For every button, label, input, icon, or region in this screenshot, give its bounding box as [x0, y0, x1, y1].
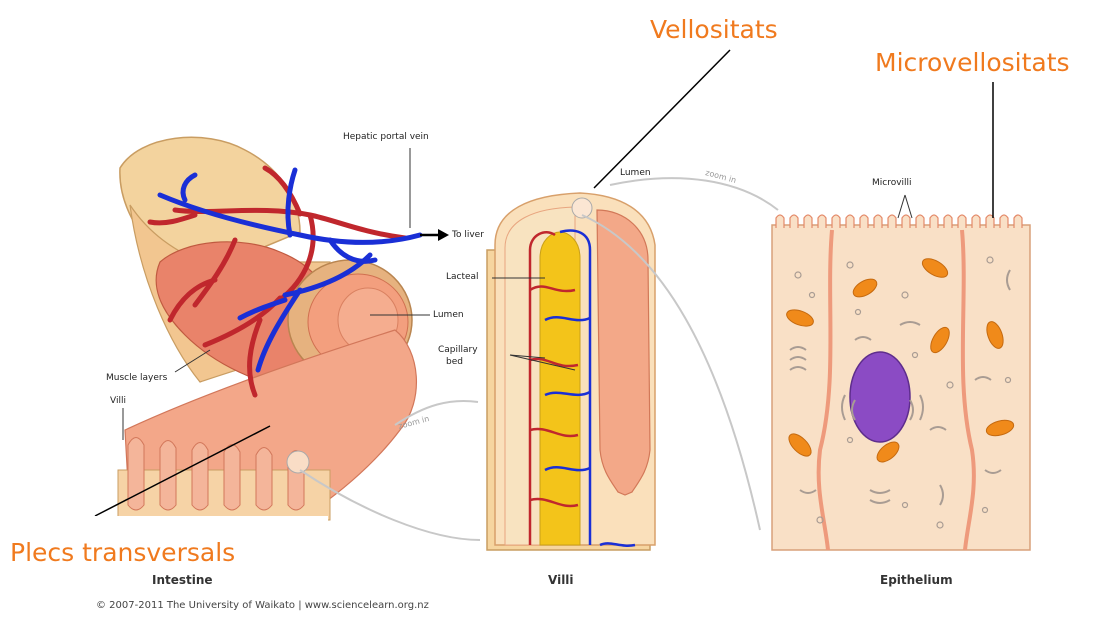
villi-small-label: Villi — [110, 396, 126, 406]
lacteal — [540, 232, 580, 545]
villus-right-fold — [597, 210, 650, 495]
nucleus — [850, 352, 910, 442]
intestine-lumen-label: Lumen — [433, 310, 464, 320]
copyright-footer: © 2007-2011 The University of Waikato | … — [96, 600, 429, 611]
villi-lumen-label: Lumen — [620, 168, 651, 178]
intestine-illustration — [118, 137, 449, 520]
vellositats-annotation: Vellositats — [650, 17, 778, 42]
to-liver-label: To liver — [452, 230, 484, 240]
plecs-transversals-annotation: Plecs transversals — [10, 540, 235, 565]
zoom-arc-4 — [610, 178, 778, 210]
villi-caption: Villi — [548, 573, 574, 587]
capillary-bed-label-2: bed — [446, 357, 463, 367]
epithelium-illustration — [772, 215, 1030, 550]
muscle-layers-label: Muscle layers — [106, 373, 167, 383]
lacteal-label: Lacteal — [446, 272, 479, 282]
to-liver-arrowhead — [438, 229, 449, 241]
intestine-zoom-circle — [287, 451, 309, 473]
vellositats-leader — [594, 50, 730, 188]
intestine-caption: Intestine — [152, 573, 213, 587]
hepatic-portal-vein-label: Hepatic portal vein — [343, 132, 429, 142]
capillary-bed-label-1: Capillary — [438, 345, 478, 355]
microvilli-leader-1 — [898, 195, 905, 218]
microvellositats-annotation: Microvellositats — [875, 50, 1070, 75]
microvilli-label: Microvilli — [872, 178, 912, 188]
epithelium-caption: Epithelium — [880, 573, 953, 587]
